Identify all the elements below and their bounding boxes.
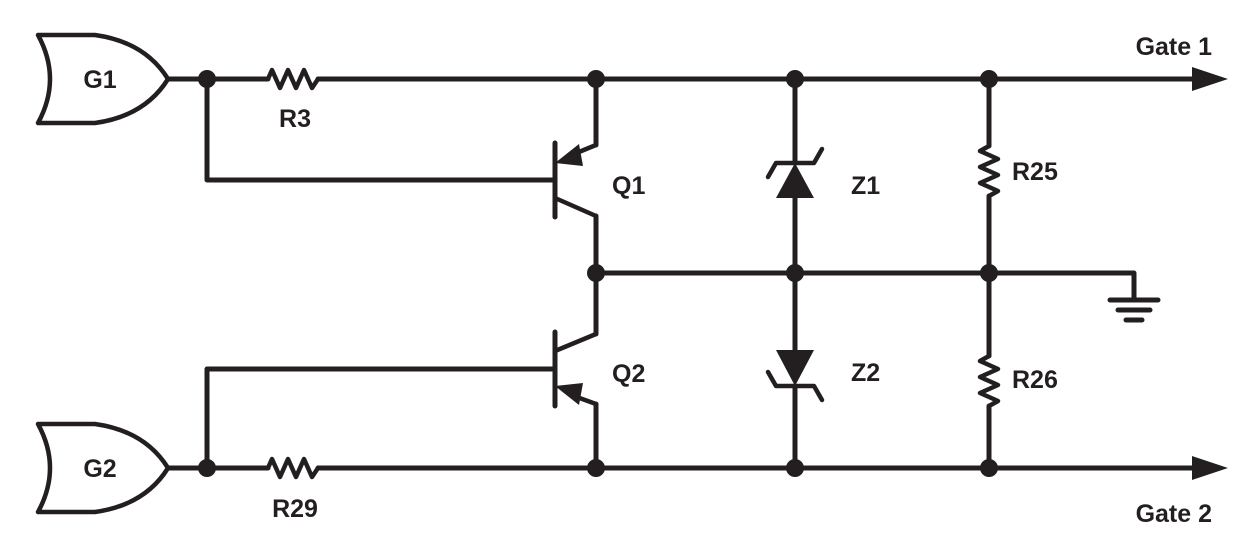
r25-label: R25 — [1012, 158, 1058, 186]
junction-dot — [587, 459, 605, 477]
junction-dots — [198, 70, 998, 477]
ground-icon — [1107, 297, 1161, 323]
junction-dot — [786, 459, 804, 477]
g1-gate-symbol — [35, 32, 171, 126]
z1-label: Z1 — [851, 172, 880, 200]
z2-zener-symbol — [765, 350, 825, 403]
wires — [165, 76, 1198, 471]
q1-label: Q1 — [612, 172, 645, 200]
middle-rail-wire — [593, 270, 1137, 303]
r26-symbol — [977, 353, 1001, 409]
q2-base-wire — [204, 366, 558, 471]
gate1-arrow-icon — [1192, 67, 1228, 91]
g2-label: G2 — [83, 455, 116, 483]
junction-dot — [198, 459, 216, 477]
q2-label: Q2 — [612, 360, 645, 388]
gate2-arrow-icon — [1192, 456, 1228, 480]
r3-symbol — [265, 67, 321, 91]
r26-label: R26 — [1012, 366, 1058, 394]
r29-label: R29 — [272, 495, 318, 523]
junction-dot — [786, 264, 804, 282]
r25-symbol — [977, 143, 1001, 199]
junction-dot — [198, 70, 216, 88]
gate1-label: Gate 1 — [1136, 33, 1213, 61]
junction-dot — [587, 264, 605, 282]
g1-label: G1 — [83, 66, 116, 94]
r29-symbol — [265, 456, 321, 480]
g2-gate-symbol — [35, 421, 171, 515]
junction-dot — [980, 264, 998, 282]
junction-dot — [980, 70, 998, 88]
junction-dot — [980, 459, 998, 477]
z2-label: Z2 — [851, 359, 880, 387]
r3-label: R3 — [279, 105, 311, 133]
junction-dot — [786, 70, 804, 88]
q1-base-wire — [204, 76, 558, 183]
gate2-label: Gate 2 — [1136, 500, 1212, 528]
z1-zener-symbol — [765, 146, 825, 198]
junction-dot — [587, 70, 605, 88]
q1-transistor-symbol — [552, 140, 599, 220]
q2-transistor-symbol — [552, 329, 599, 409]
